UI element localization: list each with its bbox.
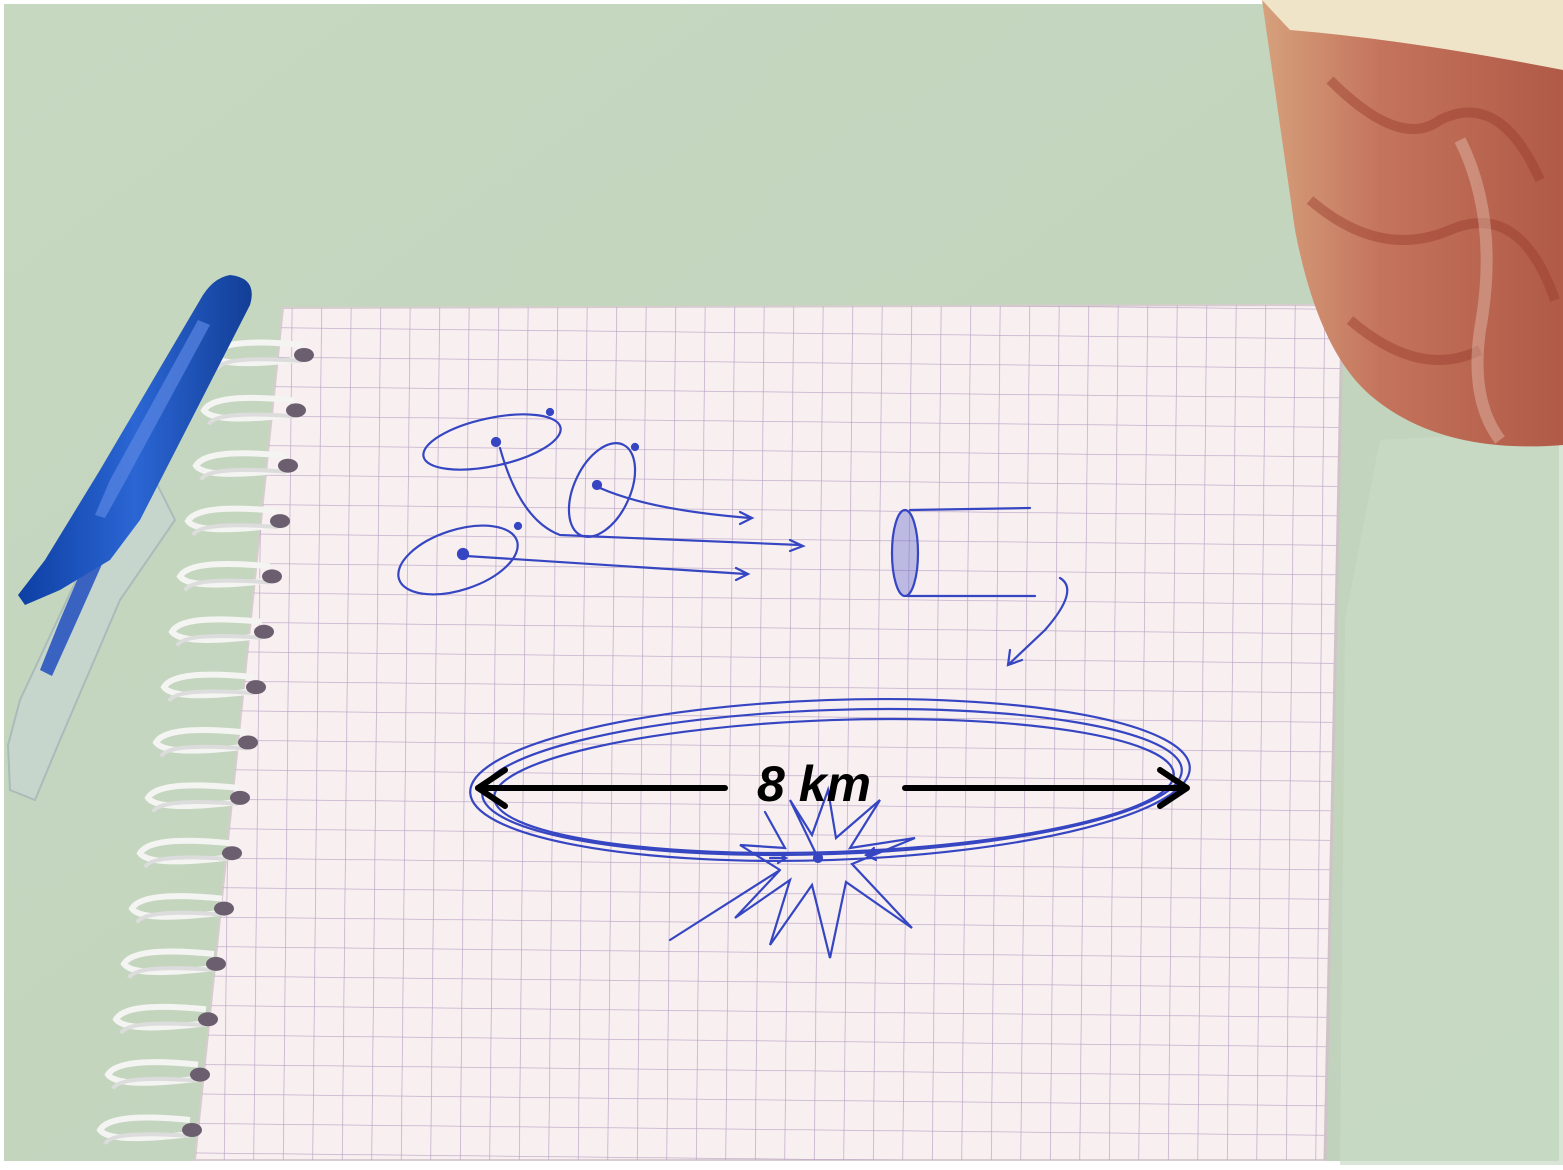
sketch-dot-3b (515, 523, 521, 529)
spiral-hole (262, 569, 282, 583)
sketch-dot-1b (547, 409, 553, 415)
spiral-hole (270, 514, 290, 528)
spiral-hole (190, 1068, 210, 1082)
spiral-hole (222, 846, 242, 860)
spiral-hole (198, 1012, 218, 1026)
spiral-hole (182, 1123, 202, 1137)
spiral-hole (286, 403, 306, 417)
spiral-hole (206, 957, 226, 971)
sketch-dot-1 (492, 438, 500, 446)
notebook (195, 305, 1342, 1160)
distance-label: 8 km (728, 752, 900, 816)
spiral-hole (254, 625, 274, 639)
spiral-hole (246, 680, 266, 694)
spiral-hole (214, 902, 234, 916)
spiral-hole (278, 459, 298, 473)
spiral-hole (230, 791, 250, 805)
spiral-hole (294, 348, 314, 362)
notebook-grid (195, 305, 1342, 1160)
spiral-hole (238, 736, 258, 750)
sketch-dot-2b (632, 444, 638, 450)
sketch-center-dot (814, 854, 822, 862)
sketch-dot-3 (458, 549, 468, 559)
mug-reflection (1340, 430, 1563, 1165)
sketch-disk-side (892, 510, 918, 596)
